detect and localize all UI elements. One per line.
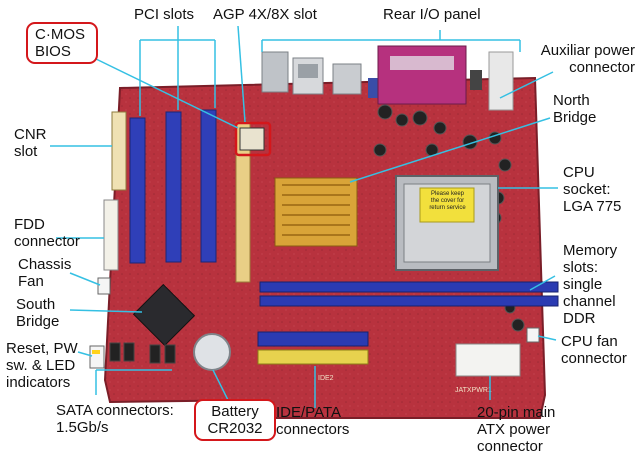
ide-board-label: IDE2 xyxy=(318,375,334,382)
agp-slot-label: AGP 4X/8X slot xyxy=(213,6,317,23)
battery-shape xyxy=(193,333,231,371)
atx-power-shape xyxy=(455,343,521,377)
cpu-fan-header xyxy=(526,327,540,343)
rear-io-label: Rear I/O panel xyxy=(383,6,481,23)
bios-highlight xyxy=(234,121,272,157)
chassis-fan-header xyxy=(97,277,111,295)
fdd-connector-label: FDD connector xyxy=(14,216,80,250)
aux-power-label: Auxiliar power connector xyxy=(540,42,635,76)
sata-label: SATA connectors: 1.5Gb/s xyxy=(56,402,174,436)
south-bridge-chip xyxy=(132,283,196,347)
cnr-slot-label: CNR slot xyxy=(14,126,47,160)
pci-slots-shape xyxy=(129,109,217,264)
memory-slots-label: Memory slots: single channel DDR xyxy=(563,242,618,327)
sata-connectors-shape xyxy=(109,342,176,364)
memory-slots-shape xyxy=(259,281,559,307)
cnr-slot-shape xyxy=(111,111,127,191)
north-bridge-heatsink xyxy=(274,177,358,247)
fdd-connector-shape xyxy=(103,199,119,271)
atx-power-label: 20-pin main ATX power connector xyxy=(477,404,556,455)
south-bridge-label: South Bridge xyxy=(16,296,60,330)
callout-lines xyxy=(50,25,558,409)
atx-board-label: JATXPWR1 xyxy=(455,387,492,394)
bios-chip xyxy=(239,127,265,151)
cmos-bios-label: C·MOS BIOS xyxy=(26,22,98,64)
ide-pata-label: IDE/PATA connectors xyxy=(276,404,350,438)
reset-pw-label: Reset, PW sw. & LED indicators xyxy=(6,340,78,391)
north-bridge-label: North Bridge xyxy=(553,92,597,126)
rear-io-panel xyxy=(261,45,514,111)
battery-label: Battery CR2032 xyxy=(194,399,276,441)
cpu-fan-label: CPU fan connector xyxy=(561,333,627,367)
ide-connectors-shape xyxy=(257,331,369,365)
reset-pw-header xyxy=(89,345,105,369)
pci-slots-label: PCI slots xyxy=(134,6,195,23)
cpu-sticker-text: Please keep the cover for return service xyxy=(429,191,466,211)
cpu-socket xyxy=(395,175,499,271)
cpu-socket-label: CPU socket: LGA 775 xyxy=(563,164,622,215)
chassis-fan-label: Chassis Fan xyxy=(18,256,72,290)
